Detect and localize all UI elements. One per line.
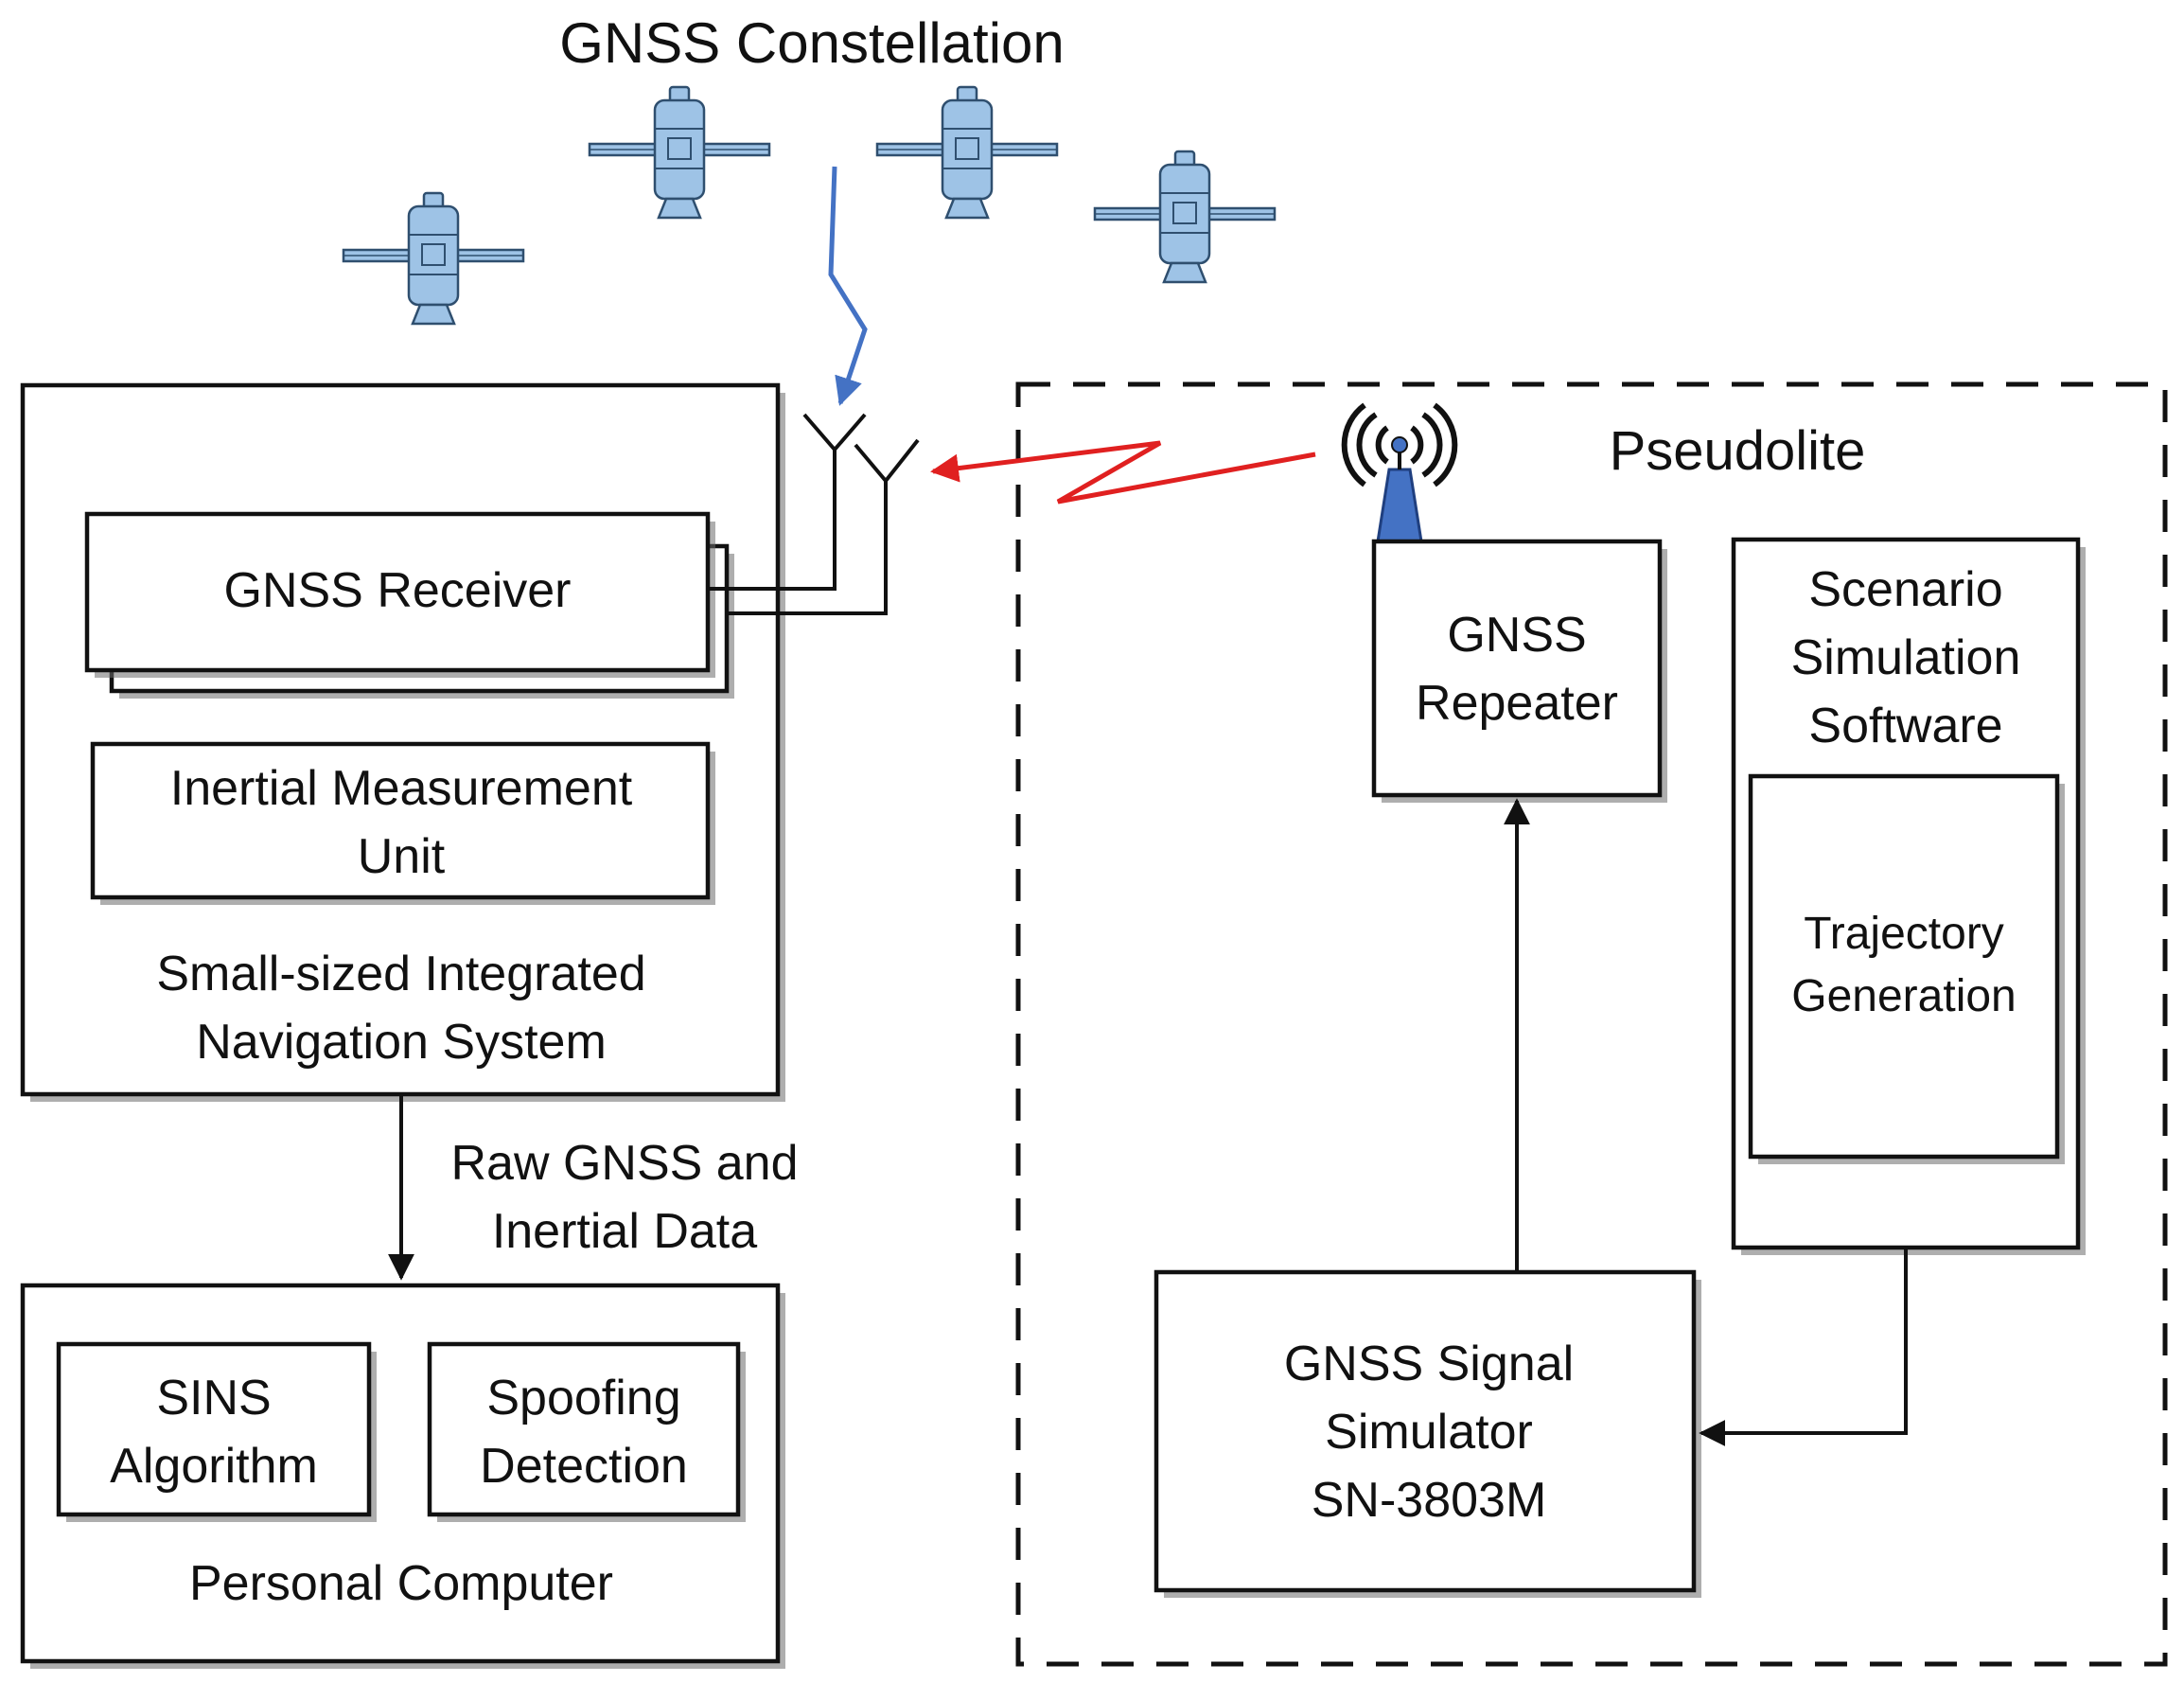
scenario-label-line2: Simulation — [1791, 630, 2021, 685]
ins-label-line2: Navigation System — [196, 1015, 607, 1070]
trajectory-label-line1: Trajectory — [1804, 909, 2004, 959]
gnss-receiver-box — [84, 511, 711, 673]
trajectory-generation-box — [1748, 773, 2060, 1160]
pseudolite-label: Pseudolite — [1610, 420, 1866, 482]
gnss-receiver-label: GNSS Receiver — [224, 563, 572, 618]
trajectory-label-line2: Generation — [1791, 971, 2017, 1021]
sins-label-line2: Algorithm — [110, 1439, 318, 1494]
data-flow-label-line2: Inertial Data — [492, 1204, 757, 1259]
satellite-icon — [342, 191, 525, 326]
scenario-label-line3: Software — [1808, 699, 2002, 753]
broadcast-tower-icon — [1341, 402, 1458, 543]
authentic-signal-arrow — [828, 166, 868, 406]
satellite-icon — [875, 85, 1059, 220]
sins-algorithm-box — [56, 1341, 372, 1517]
integrated-navigation-system-box — [20, 382, 781, 1097]
data-flow-label-line1: Raw GNSS and — [450, 1136, 798, 1191]
simulator-label-line3: SN-3803M — [1312, 1473, 1547, 1528]
sins-label-line1: SINS — [156, 1371, 271, 1426]
pseudolite-region — [1015, 381, 2168, 1667]
imu-label-line1: Inertial Measurement — [170, 761, 633, 816]
simulator-label-line1: GNSS Signal — [1284, 1337, 1574, 1391]
repeater-label-line1: GNSS — [1447, 608, 1586, 663]
personal-computer-label: Personal Computer — [189, 1556, 613, 1611]
satellite-icon — [1093, 150, 1277, 284]
simulator-label-line2: Simulator — [1325, 1405, 1533, 1460]
spoofing-label-line1: Spoofing — [486, 1371, 680, 1426]
scenario-to-simulator-arrow — [1699, 1248, 1908, 1446]
spoofing-label-line2: Detection — [480, 1439, 688, 1494]
gnss-signal-simulator-box — [1154, 1269, 1697, 1593]
spoofing-detection-box — [427, 1341, 741, 1517]
scenario-label-line1: Scenario — [1808, 562, 2002, 617]
antenna-icon — [708, 413, 920, 615]
imu-label-line2: Unit — [358, 829, 446, 884]
imu-box — [90, 741, 711, 900]
satellite-icon — [588, 85, 771, 220]
repeater-label-line2: Repeater — [1416, 676, 1618, 731]
spoofed-signal-arrow — [930, 440, 1316, 505]
gnss-repeater-box — [1371, 539, 1663, 798]
constellation-title: GNSS Constellation — [559, 11, 1065, 75]
ins-label-line1: Small-sized Integrated — [156, 947, 645, 1001]
